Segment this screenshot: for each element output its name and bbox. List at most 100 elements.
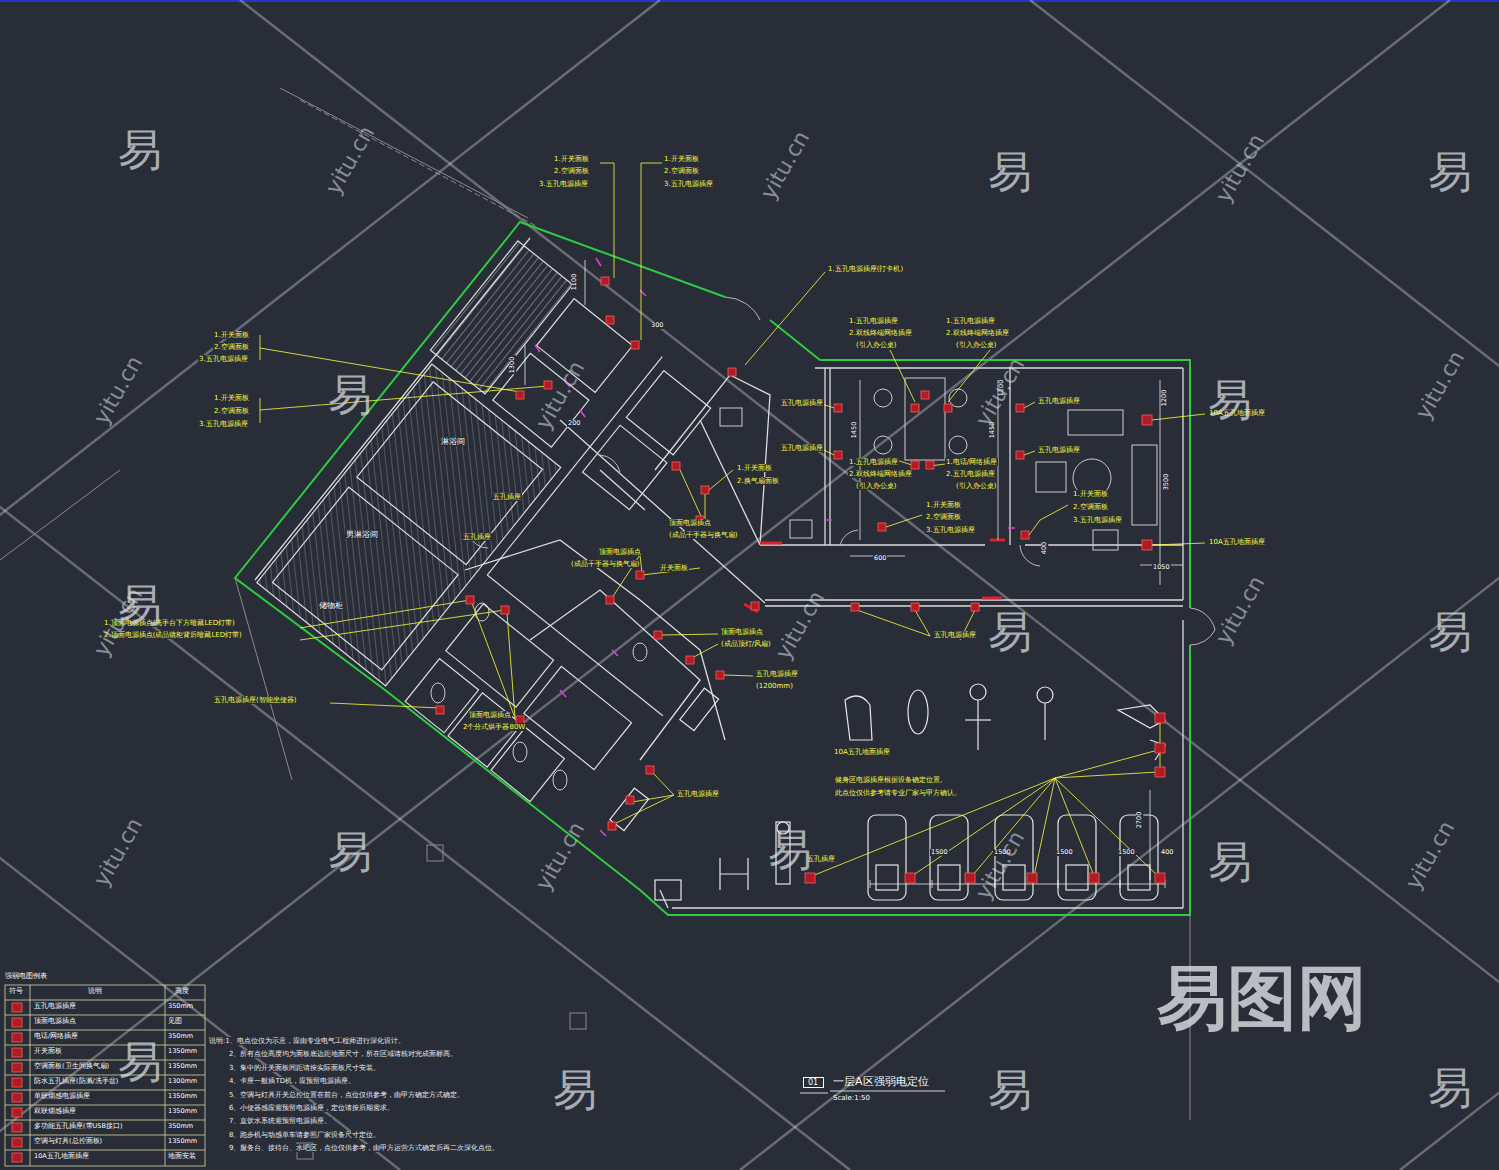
fitness-equipment — [908, 690, 928, 734]
dimension-lines — [1140, 380, 1183, 585]
legend-symbols — [12, 1093, 22, 1102]
socket-symbols — [654, 631, 662, 639]
table-cell: 1350mm — [168, 1138, 197, 1145]
wing-rooms — [249, 241, 838, 833]
site-lines — [300, 100, 536, 226]
door-marks — [825, 519, 832, 521]
socket-symbols — [1016, 451, 1024, 459]
socket-symbols — [626, 796, 634, 804]
table-cell: 见图 — [168, 1018, 182, 1025]
table-cell: 高度 — [175, 988, 189, 995]
note-text: 4、卡座一般插TD机，应预留电源插座。 — [228, 1077, 356, 1085]
legend-symbols — [12, 1123, 22, 1132]
leader-lines — [662, 634, 718, 658]
leader-lines — [724, 675, 753, 676]
watermark: 易 — [328, 827, 372, 878]
note-text: 7、直饮水系统需预留电源插座。 — [228, 1117, 332, 1125]
legend-table — [5, 1090, 205, 1091]
leader-lines — [260, 163, 1205, 876]
socket-symbols — [1155, 767, 1165, 777]
legend-table — [5, 1120, 205, 1121]
socket-symbols — [751, 602, 759, 610]
table-cell: 1350mm — [168, 1093, 197, 1100]
table-cell: 350mm — [168, 1033, 193, 1040]
socket-symbols — [1142, 415, 1152, 425]
callout-text: 1.开关面板 — [553, 155, 590, 163]
furniture — [720, 408, 742, 426]
socket-symbols — [911, 404, 919, 412]
watermark: yitu.cn — [970, 353, 1029, 430]
socket-symbols — [606, 596, 614, 604]
callout-text: 2.换气扇面板 — [736, 477, 780, 485]
inner-walls — [824, 368, 825, 545]
callout-text: 1.开关面板 — [925, 501, 962, 509]
callout-text: 1.五孔电源插座 — [848, 317, 899, 325]
callout-text: 1.开关面板 — [736, 464, 773, 472]
callout-text: (引入办公桌) — [955, 341, 997, 349]
door-marks — [580, 410, 585, 417]
callout-text: (成品干手器与换气扇) — [668, 531, 738, 539]
fitness-equipment — [1044, 703, 1045, 740]
callout-text: 3.五孔电源插座 — [538, 180, 589, 188]
watermark-lines — [0, 0, 660, 1170]
legend-entry: 多功能五孔插座(带USB接口) — [34, 1123, 122, 1130]
legend-table — [5, 1015, 205, 1016]
callout-text: 1.五孔电源插座 — [945, 317, 996, 325]
outer-wall — [235, 222, 1190, 915]
legend-entry: 双联烟感插座 — [34, 1108, 76, 1115]
legend-table — [5, 1105, 205, 1106]
callout-text: 顶面电源插点 — [668, 519, 712, 527]
door-marks — [560, 690, 566, 697]
legend-entry: 空调面板(卫生间换气扇) — [34, 1063, 109, 1070]
legend-table — [5, 1045, 205, 1046]
dimension-text: 1200 — [1161, 389, 1168, 408]
fixtures — [633, 643, 647, 661]
watermark: yitu.cn — [1410, 346, 1469, 423]
watermark: 易 — [328, 370, 372, 421]
dimension-text: 200 — [567, 420, 581, 427]
furniture — [874, 389, 892, 407]
fitness-equipment — [610, 684, 1165, 900]
leader-lines — [709, 470, 733, 490]
watermark: 易 — [553, 1065, 597, 1116]
room-label: 淋浴间 — [440, 437, 466, 446]
callout-text: 10A五孔地面插座 — [1208, 538, 1266, 546]
watermark: 易 — [1208, 375, 1252, 426]
fitness-equipment — [845, 696, 872, 740]
legend-symbols — [12, 1003, 22, 1162]
dimension-text: 300 — [650, 322, 664, 329]
callout-text: 2.空调面板 — [213, 343, 250, 351]
leader-lines — [890, 350, 990, 402]
inner-walls — [760, 544, 985, 545]
red-wall-marks — [760, 542, 782, 545]
door-marks — [1008, 527, 1015, 529]
leader-lines — [680, 470, 705, 525]
wing-rooms — [430, 241, 572, 394]
callout-text: 2.空调面板 — [213, 407, 250, 415]
callout-text: 3.五孔电源插座 — [925, 526, 976, 534]
fixtures — [431, 683, 445, 703]
fitness-equipment — [938, 865, 960, 890]
legend-entry: 防水五孔插座(防溅/洗手盆) — [34, 1078, 118, 1085]
legend-table — [5, 1030, 205, 1031]
callout-text: 2.双线终端网络插座 — [945, 329, 1010, 337]
callout-text: 10A五孔地面插座 — [833, 748, 891, 756]
watermark-lines — [1400, 0, 1499, 1170]
legend-table — [30, 985, 31, 1166]
callout-text: 2.空调面板 — [1072, 503, 1109, 511]
furniture — [1068, 410, 1123, 435]
legend-symbols — [12, 1003, 22, 1012]
callout-text: 2个分式烘手器80W — [462, 723, 526, 731]
callout-text: 1.开关面板 — [1072, 490, 1109, 498]
socket-symbols — [1089, 873, 1099, 883]
door-swings — [725, 297, 760, 320]
leader-lines — [614, 772, 674, 824]
dimension-lines — [1150, 790, 1151, 880]
furniture — [1132, 445, 1157, 525]
watermark: 易图网 — [1157, 958, 1367, 1039]
inner-walls — [1182, 620, 1183, 908]
socket-symbols — [436, 277, 1165, 883]
callout-text: 五孔插座 — [462, 533, 492, 541]
